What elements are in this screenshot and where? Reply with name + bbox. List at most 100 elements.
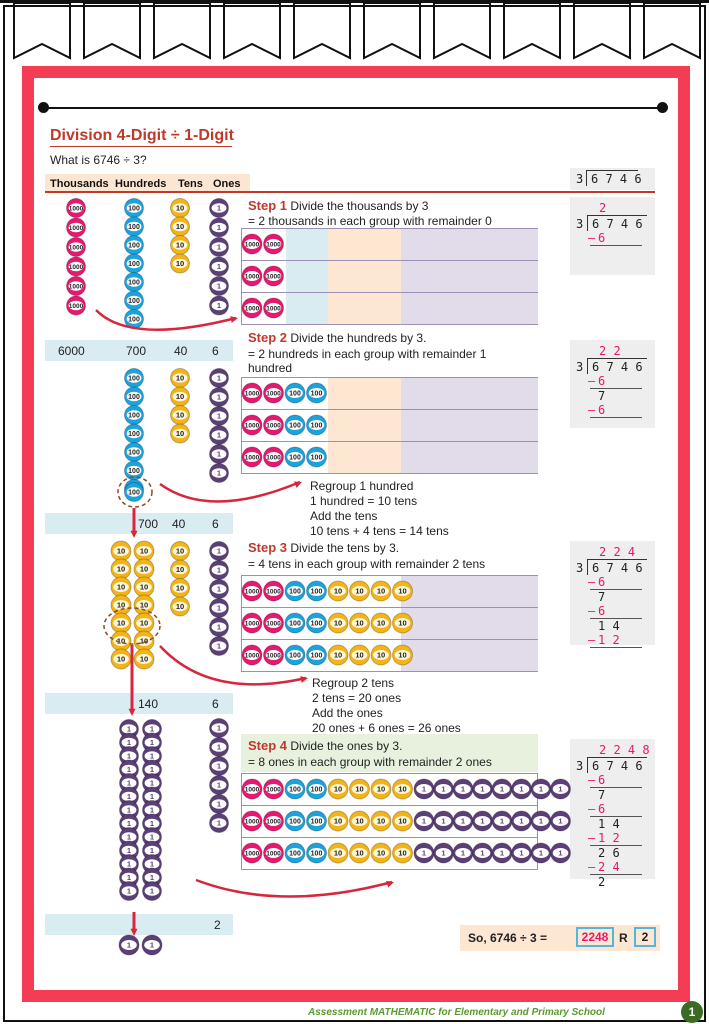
thousand-chip-label: 1000 <box>266 589 281 596</box>
one-chip-label-bg <box>552 848 569 858</box>
work-minus: – <box>588 773 596 787</box>
division-bracket <box>587 757 588 773</box>
step3-detail: = 4 tens in each group with remainder 2 … <box>248 557 486 571</box>
work-underline <box>590 845 642 846</box>
hundred-chip-label-bg <box>126 221 142 232</box>
division-bracket <box>586 170 587 186</box>
one-chip-label-bg <box>144 764 160 775</box>
header-ones: Ones <box>213 178 241 190</box>
ten-chip-label-bg <box>172 428 188 439</box>
regroup1-line2: 1 hundred = 10 tens <box>310 494 418 508</box>
one-chip-label: 1 <box>217 301 221 310</box>
work-minus: – <box>588 802 596 816</box>
one-chip-label: 1 <box>217 781 221 790</box>
thousand-chip-label: 1000 <box>69 206 84 213</box>
hundred-chip-label-bg <box>126 487 142 497</box>
one-chip-label: 1 <box>150 792 154 801</box>
one-chip-label: 1 <box>217 604 221 613</box>
one-chip-label-bg <box>474 784 491 794</box>
work-line: 1 4 <box>598 816 620 831</box>
one-chip-label-bg <box>494 816 510 826</box>
step2-detail: = 2 hundreds in each group with remainde… <box>248 347 487 361</box>
one-chip-label: 1 <box>150 806 154 815</box>
regroup-dashed-circle <box>103 607 161 645</box>
one-chip-label-bg <box>211 799 227 809</box>
ten-chip-label-bg <box>172 391 188 402</box>
ten-chip-label: 10 <box>176 547 184 556</box>
hundred-chip-label-bg <box>287 586 303 596</box>
thousand-chip-label-bg <box>265 303 282 313</box>
one-chip-label-bg <box>211 780 227 790</box>
ten-chip-label-bg <box>113 618 129 628</box>
hundred-chip-label-bg <box>308 420 325 430</box>
value-ones-2: 6 <box>212 517 219 531</box>
hundred-chip-label: 100 <box>128 224 140 231</box>
one-chip-label-bg <box>494 848 510 858</box>
division-bar <box>587 215 647 216</box>
curved-arrow-4 <box>195 878 393 898</box>
arrow-head <box>386 880 394 888</box>
one-chip-label-bg <box>494 784 510 794</box>
hundred-chip-label: 100 <box>289 851 301 858</box>
bunting-flag <box>13 2 71 60</box>
hundred-chip-label: 100 <box>128 298 140 305</box>
one-chip-label: 1 <box>461 849 465 858</box>
answer-r-label: R <box>619 931 628 945</box>
one-chip-label: 1 <box>217 762 221 771</box>
one-chip-label: 1 <box>441 817 445 826</box>
work-line: 7 <box>598 388 606 403</box>
one-chip-label-bg <box>121 886 137 896</box>
hundred-chip-label-bg <box>126 410 142 420</box>
one-chip-label: 1 <box>150 819 154 828</box>
arrow-head <box>128 708 136 716</box>
one-chip-label-bg <box>211 565 227 575</box>
arrow-head <box>230 316 238 323</box>
division-bar <box>587 559 647 560</box>
ten-chip-label-bg <box>373 586 389 596</box>
ten-chip-label: 10 <box>355 587 363 596</box>
one-chip-label: 1 <box>217 374 221 383</box>
one-chip-label: 1 <box>150 846 154 855</box>
hundred-chip-label: 100 <box>128 431 140 438</box>
one-chip-label: 1 <box>217 282 221 291</box>
ten-chip-label-bg <box>394 816 411 826</box>
ten-chip-label-bg <box>113 600 129 610</box>
hundred-chip-label-bg <box>308 816 325 826</box>
ten-chip-label-bg <box>394 784 411 794</box>
header-rule <box>45 191 655 193</box>
one-chip-label: 1 <box>150 887 154 896</box>
answer-remainder: 2 <box>634 927 656 947</box>
one-chip-label: 1 <box>127 887 131 896</box>
ten-chip-label: 10 <box>140 547 148 556</box>
work-minus: – <box>588 403 596 417</box>
thousand-chip-label: 1000 <box>69 284 84 291</box>
one-chip-label: 1 <box>217 724 221 733</box>
work-underline <box>590 245 642 246</box>
thousand-chip-label-bg <box>265 848 282 858</box>
one-chip-label: 1 <box>127 833 131 842</box>
step4-heading: Step 4 Divide the ones by 3. <box>248 738 403 754</box>
hundred-chip-label: 100 <box>128 261 140 268</box>
division-bracket <box>587 559 588 575</box>
curved-arrow-2 <box>159 480 301 503</box>
one-chip-label-bg <box>211 430 227 440</box>
hundred-chip-label-bg <box>126 428 142 439</box>
hundred-chip-label: 100 <box>289 423 301 430</box>
ten-chip-label-bg <box>136 546 152 556</box>
one-chip-label: 1 <box>127 846 131 855</box>
one-chip-label: 1 <box>217 393 221 402</box>
step2-heading: Step 2 Divide the hundreds by 3. <box>248 330 427 346</box>
thousand-chip-label: 1000 <box>245 851 260 858</box>
thousand-chip-label-bg <box>265 452 282 462</box>
top-divisor: 3 <box>576 172 584 186</box>
one-chip-label-bg <box>121 724 137 734</box>
thousand-chip-label: 1000 <box>245 423 260 430</box>
ten-chip-label: 10 <box>117 637 125 646</box>
work-minus: – <box>588 831 596 845</box>
one-chip-label: 1 <box>150 738 154 747</box>
work-dividend: 6 7 4 6 <box>592 561 643 575</box>
thousand-chip-label: 1000 <box>266 242 281 249</box>
thousand-chip-label-bg <box>244 586 260 596</box>
hundred-chip-label: 100 <box>311 851 323 858</box>
work-line: 6 <box>598 604 606 618</box>
